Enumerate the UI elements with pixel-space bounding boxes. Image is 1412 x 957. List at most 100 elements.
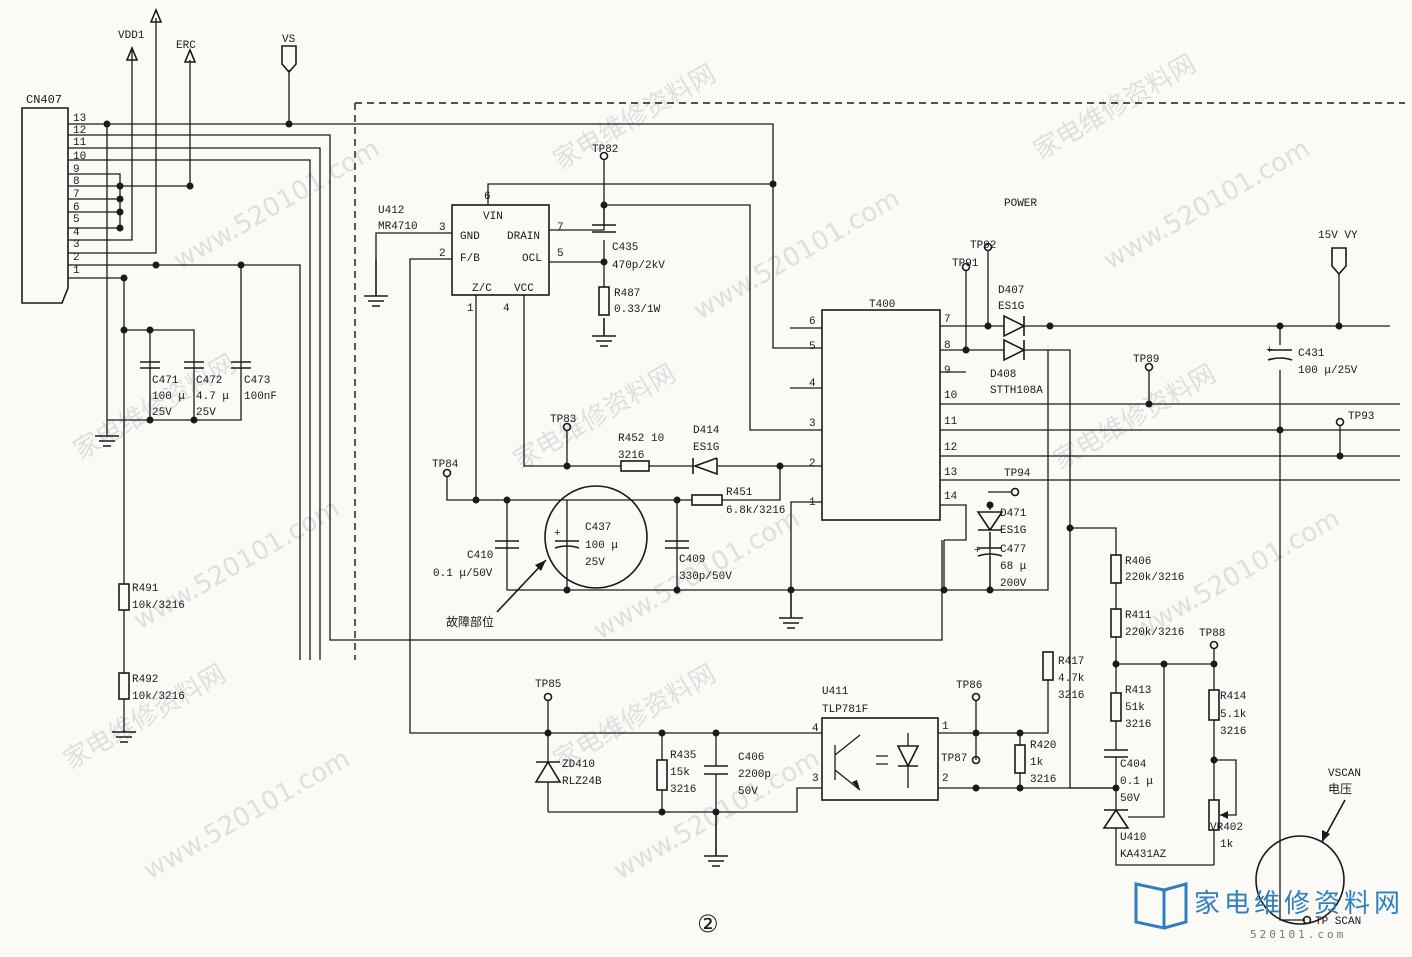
svg-text:50V: 50V bbox=[738, 786, 758, 798]
svg-text:520101.com: 520101.com bbox=[1250, 928, 1346, 941]
svg-text:5.1k: 5.1k bbox=[1220, 709, 1247, 721]
svg-text:U412: U412 bbox=[378, 205, 404, 217]
svg-text:12: 12 bbox=[73, 125, 86, 137]
svg-text:12: 12 bbox=[944, 442, 957, 454]
svg-text:+: + bbox=[974, 545, 981, 557]
svg-text:KA431AZ: KA431AZ bbox=[1120, 849, 1167, 861]
svg-text:100 μ/25V: 100 μ/25V bbox=[1298, 365, 1358, 377]
svg-text:C435: C435 bbox=[612, 242, 638, 254]
svg-text:C472: C472 bbox=[196, 375, 222, 387]
svg-text:RLZ24B: RLZ24B bbox=[562, 776, 602, 788]
svg-text:VSCAN: VSCAN bbox=[1328, 768, 1361, 780]
svg-text:VDD1: VDD1 bbox=[118, 30, 145, 42]
svg-text:www.520101.com: www.520101.com bbox=[139, 744, 356, 886]
svg-text:2200p: 2200p bbox=[738, 769, 771, 781]
svg-text:TP86: TP86 bbox=[956, 680, 982, 692]
svg-text:C406: C406 bbox=[738, 752, 764, 764]
site-logo: 家电维修资料网 520101.com bbox=[1134, 882, 1404, 941]
svg-text:R417: R417 bbox=[1058, 656, 1084, 668]
svg-text:TP SCAN: TP SCAN bbox=[1315, 916, 1361, 928]
svg-text:DRAIN: DRAIN bbox=[507, 231, 540, 243]
svg-text:VS: VS bbox=[282, 34, 296, 46]
svg-text:3216: 3216 bbox=[1030, 774, 1056, 786]
zd410-r435-c406: ZD410 RLZ24B R435 15k 3216 C406 2200p 50… bbox=[534, 700, 771, 816]
svg-text:9: 9 bbox=[944, 365, 951, 377]
svg-text:4.7k: 4.7k bbox=[1058, 673, 1085, 685]
svg-text:1k: 1k bbox=[1220, 839, 1234, 851]
svg-text:+: + bbox=[554, 528, 561, 540]
svg-text:TP84: TP84 bbox=[432, 459, 459, 471]
svg-text:D414: D414 bbox=[693, 425, 720, 437]
d471-c477: + D471 ES1G C477 68 μ 200V bbox=[974, 508, 1027, 590]
svg-text:0.1 μ/50V: 0.1 μ/50V bbox=[433, 568, 493, 580]
svg-text:1: 1 bbox=[809, 497, 816, 509]
svg-text:25V: 25V bbox=[152, 407, 172, 419]
svg-text:F/B: F/B bbox=[460, 253, 480, 265]
svg-text:15k: 15k bbox=[670, 767, 690, 779]
u411-optocoupler: U411 TLP781F 4 3 1 2 R417 4.7k 3216 R420… bbox=[548, 651, 1116, 813]
u412-wiring bbox=[375, 160, 994, 734]
svg-text:TP87: TP87 bbox=[941, 753, 967, 765]
svg-text:R452 10: R452 10 bbox=[618, 433, 664, 445]
svg-text:电压: 电压 bbox=[1328, 782, 1352, 796]
svg-text:8: 8 bbox=[73, 176, 80, 188]
resistors-r491-r492: R491 10k/3216 R492 10k/3216 bbox=[118, 583, 185, 703]
svg-text:R491: R491 bbox=[132, 583, 159, 595]
svg-text:C404: C404 bbox=[1120, 759, 1147, 771]
vscan-callout: TP SCAN VSCAN 电压 bbox=[1255, 768, 1361, 928]
svg-text:C477: C477 bbox=[1000, 544, 1026, 556]
svg-text:VR402: VR402 bbox=[1210, 822, 1243, 834]
board-boundary bbox=[354, 102, 1405, 660]
svg-text:51k: 51k bbox=[1125, 702, 1145, 714]
svg-text:3: 3 bbox=[812, 773, 819, 785]
svg-text:C431: C431 bbox=[1298, 348, 1325, 360]
svg-text:4: 4 bbox=[809, 378, 816, 390]
svg-text:470p/2kV: 470p/2kV bbox=[612, 260, 665, 272]
svg-text:25V: 25V bbox=[196, 407, 216, 419]
svg-text:C437: C437 bbox=[585, 522, 611, 534]
svg-text:13: 13 bbox=[73, 113, 86, 125]
svg-text:11: 11 bbox=[73, 137, 87, 149]
svg-text:ES1G: ES1G bbox=[693, 442, 719, 454]
svg-text:10: 10 bbox=[944, 390, 957, 402]
u412-controller: U412 MR4710 VIN GND DRAIN F/B OCL Z/C VC… bbox=[378, 191, 564, 315]
svg-text:R411: R411 bbox=[1125, 610, 1152, 622]
d407-d408: D407 ES1G D408 STTH108A POWER bbox=[990, 198, 1043, 397]
svg-text:1: 1 bbox=[467, 303, 474, 315]
svg-text:POWER: POWER bbox=[1004, 198, 1037, 210]
svg-text:7: 7 bbox=[73, 189, 80, 201]
svg-text:家电维修资料网: 家电维修资料网 bbox=[1194, 889, 1404, 919]
svg-text:TP91: TP91 bbox=[952, 258, 979, 270]
svg-text:10k/3216: 10k/3216 bbox=[132, 600, 185, 612]
svg-text:OCL: OCL bbox=[522, 253, 542, 265]
svg-text:www.520101.com: www.520101.com bbox=[169, 134, 386, 276]
svg-text:STTH108A: STTH108A bbox=[990, 385, 1043, 397]
svg-text:5: 5 bbox=[809, 341, 816, 353]
svg-text:TLP781F: TLP781F bbox=[822, 704, 868, 716]
svg-text:R451: R451 bbox=[726, 487, 753, 499]
svg-text:14: 14 bbox=[944, 491, 958, 503]
svg-text:0.1 μ: 0.1 μ bbox=[1120, 776, 1153, 788]
svg-text:R492: R492 bbox=[132, 674, 158, 686]
svg-text:C471: C471 bbox=[152, 375, 179, 387]
svg-text:11: 11 bbox=[944, 416, 958, 428]
svg-text:R406: R406 bbox=[1125, 556, 1151, 568]
svg-text:0.33/1W: 0.33/1W bbox=[614, 304, 661, 316]
svg-text:TP88: TP88 bbox=[1199, 628, 1225, 640]
svg-text:2: 2 bbox=[809, 458, 816, 470]
feedback-divider: R406 220k/3216 R411 220k/3216 R413 51k 3… bbox=[1069, 540, 1247, 866]
svg-text:C409: C409 bbox=[679, 554, 705, 566]
svg-text:R420: R420 bbox=[1030, 740, 1056, 752]
svg-text:VIN: VIN bbox=[483, 211, 503, 223]
svg-text:3216: 3216 bbox=[1220, 726, 1246, 738]
svg-text:TP85: TP85 bbox=[535, 679, 561, 691]
svg-text:+: + bbox=[1266, 345, 1273, 357]
c435-r487: C435 470p/2kV R487 0.33/1W bbox=[592, 224, 665, 316]
svg-text:6.8k/3216: 6.8k/3216 bbox=[726, 505, 785, 517]
svg-text:2: 2 bbox=[942, 773, 949, 785]
svg-text:1: 1 bbox=[942, 721, 949, 733]
svg-text:200V: 200V bbox=[1000, 578, 1027, 590]
svg-text:www.520101.com: www.520101.com bbox=[1099, 134, 1316, 276]
svg-text:C410: C410 bbox=[467, 550, 493, 562]
svg-text:25V: 25V bbox=[585, 557, 605, 569]
